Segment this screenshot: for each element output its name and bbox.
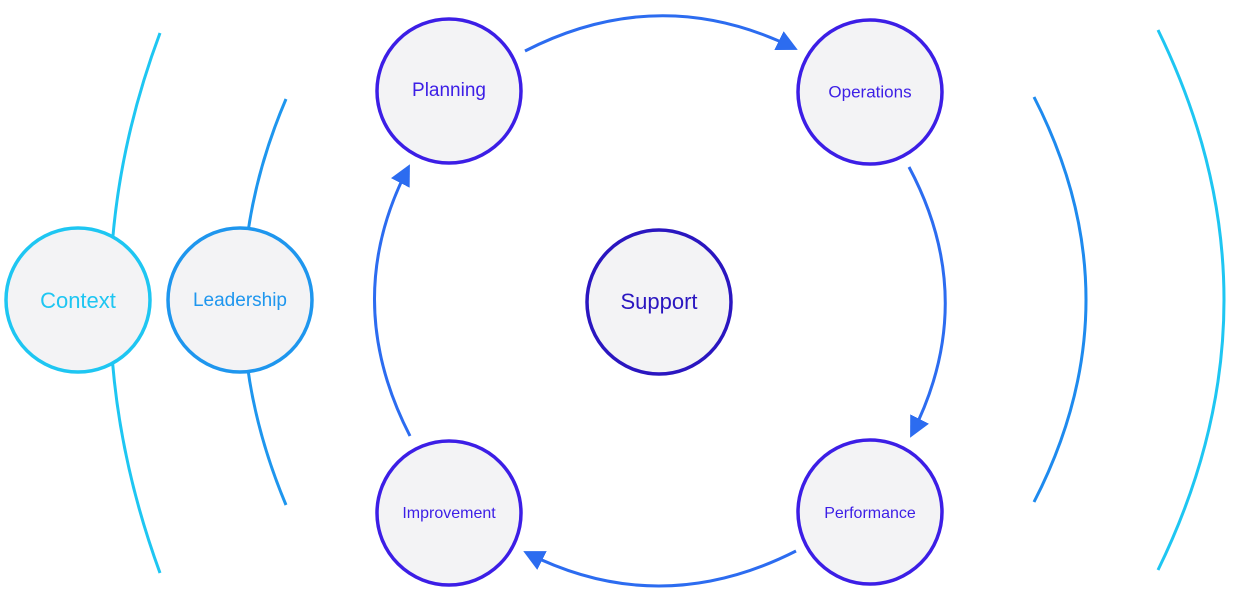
arrow-improvement-to-planning — [373, 164, 412, 437]
node-leadership: Leadership — [166, 226, 314, 374]
outer-arc-right — [1156, 29, 1226, 571]
node-operations: Operations — [796, 18, 944, 166]
node-operations-label: Operations — [828, 82, 911, 101]
arrow-planning-to-operations — [524, 14, 798, 53]
arrow-operations-to-performance — [907, 166, 947, 438]
node-operations-circle — [796, 18, 944, 166]
node-planning-label: Planning — [412, 80, 486, 101]
node-performance-circle — [796, 438, 944, 586]
node-improvement: Improvement — [375, 439, 523, 587]
node-leadership-circle — [166, 226, 314, 374]
node-support-circle — [585, 228, 733, 376]
node-performance-label: Performance — [824, 505, 916, 522]
node-planning-circle — [375, 17, 523, 165]
node-support: Support — [585, 228, 733, 376]
node-context: Context — [4, 226, 152, 374]
node-context-label: Context — [40, 288, 116, 313]
node-performance: Performance — [796, 438, 944, 586]
node-planning: Planning — [375, 17, 523, 165]
node-improvement-circle — [375, 439, 523, 587]
node-improvement-label: Improvement — [402, 505, 496, 522]
arrow-performance-to-improvement — [523, 549, 797, 588]
node-context-circle — [4, 226, 152, 374]
node-leadership-label: Leadership — [193, 290, 287, 311]
mid-arc-right — [1032, 96, 1088, 503]
node-support-label: Support — [620, 289, 697, 314]
